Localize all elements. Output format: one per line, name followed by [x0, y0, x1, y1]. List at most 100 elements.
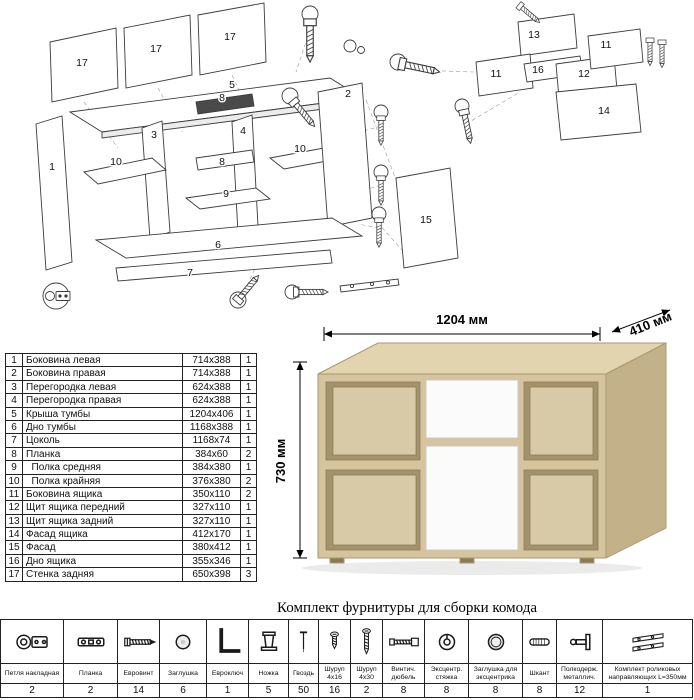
dresser-leg: [459, 557, 475, 564]
hardware-icon-glyph: [221, 630, 238, 651]
hardware-item-name: Евроключ: [207, 664, 248, 684]
depth-dimension-label: 410 мм: [627, 309, 674, 340]
hardware-item-icon-cell: [64, 620, 117, 664]
screw-icon: [645, 37, 655, 66]
hardware-item: Полкодерж. металлич. 12: [557, 620, 603, 697]
hardware-item-icon-cell: [160, 620, 206, 664]
part-number-label: 17: [224, 31, 236, 43]
part-number-label: 7: [187, 267, 193, 279]
hardware-item-qty: 1: [644, 685, 651, 696]
part-left-side-1: [35, 115, 73, 271]
part-name: Фасад ящика: [23, 528, 183, 542]
hardware-item: Шкант 8: [523, 620, 557, 697]
hinge-icon: [14, 624, 50, 660]
part-back-panel-17: [49, 27, 119, 103]
hardware-item-name: Полкодерж. металлич.: [557, 664, 602, 684]
part-number: 15: [6, 541, 23, 555]
mounting-plate-icon: [73, 624, 109, 660]
table-row: 2 Боковина правая 714x388 1: [6, 367, 257, 381]
dresser-right-side: [605, 342, 667, 559]
hardware-item-name: Комплект роликовых направляющих L=350мм: [603, 664, 692, 684]
hardware-item-qty: 8: [536, 685, 543, 696]
part-name: Стенка задняя: [23, 568, 183, 582]
part-number-label: 15: [420, 214, 432, 226]
floor-shadow: [302, 561, 642, 575]
part-number-label: 17: [150, 43, 162, 55]
part-number-label: 12: [578, 68, 590, 80]
table-row: 6 Дно тумбы 1168x388 1: [6, 420, 257, 435]
table-row: 16 Дно ящика 355x346 1: [6, 554, 257, 569]
table-row: 12 Щит ящика передний 327x110 1: [6, 501, 257, 515]
table-row: 15 Фасад 380x412 1: [6, 541, 257, 555]
table-row: 1 Боковина левая 714x388 1: [6, 354, 257, 368]
part-name: Дно тумбы: [23, 420, 183, 435]
hardware-item-qty: 2: [29, 685, 35, 696]
hinge-icon: [42, 282, 71, 310]
hardware-item-icon-cell: [603, 620, 692, 664]
part-number: 12: [6, 501, 23, 515]
hardware-icon-glyph: [78, 638, 104, 646]
height-dimension-label: 730 мм: [273, 439, 288, 484]
screw-icon: [458, 108, 476, 145]
part-drawer-side-11: [587, 28, 644, 70]
hardware-item-icon-cell: [249, 620, 288, 664]
hardware-item-name: Петля накладная: [1, 664, 63, 684]
door-front: [425, 445, 519, 551]
part-number: 11: [6, 487, 23, 502]
compartment-back: [332, 474, 417, 546]
hardware-item-name: Шуруп 4x16: [319, 664, 350, 684]
screw-icon: [376, 175, 386, 206]
hardware-item-icon-cell: [319, 620, 350, 664]
table-row: 5 Крыша тумбы 1204x406 1: [6, 407, 257, 421]
part-drawer-side-11: [475, 53, 534, 97]
screw-icon: [374, 217, 384, 248]
hardware-item: Евроключ 1: [207, 620, 249, 697]
hardware-icon-glyph: [124, 638, 154, 646]
hardware-icon-glyph: [389, 638, 418, 646]
hardware-item-qty: 1: [224, 685, 231, 696]
table-row: 4 Перегородка правая 624x388 1: [6, 394, 257, 408]
part-size: 327x110: [183, 501, 241, 515]
hardware-item: Планка 2: [64, 620, 118, 697]
part-size: 1168x388: [183, 420, 241, 435]
part-qty: 1: [241, 354, 257, 368]
part-name: Боковина левая: [23, 354, 183, 368]
product-render: 1204 мм 410 мм 730 мм: [273, 309, 674, 575]
part-name: Перегородка левая: [23, 380, 183, 395]
part-bottom-6: [94, 217, 364, 259]
hardware-item: Комплект роликовых направляющих L=350мм …: [603, 620, 692, 697]
hardware-item-qty: 5: [265, 685, 272, 696]
part-name: Щит ящика передний: [23, 501, 183, 515]
part-qty: 2: [241, 487, 257, 502]
part-shelf-10: [83, 157, 167, 185]
part-size: 380x412: [183, 541, 241, 555]
part-size: 350x110: [183, 487, 241, 502]
dresser-top: [317, 342, 667, 375]
shelf-holder-icon: [562, 624, 598, 660]
part-size: 412x170: [183, 528, 241, 542]
part-name: Щит ящика задний: [23, 514, 183, 529]
part-name: Боковина ящика: [23, 487, 183, 502]
parts-list-table: 1 Боковина левая 714x388 1 2 Боковина пр…: [5, 353, 257, 582]
hardware-item-qty: 2: [87, 685, 94, 696]
callout-ring: [357, 46, 365, 54]
part-number-label: 8: [219, 156, 225, 168]
hardware-item: Гвоздь 50: [289, 620, 319, 697]
callout-ring: [229, 291, 247, 309]
part-plinth-7: [115, 249, 333, 282]
part-qty: 1: [241, 541, 257, 555]
hardware-icon-glyph: [300, 632, 307, 652]
hardware-item-qty: 8: [443, 685, 450, 696]
screw-4x30-icon: [351, 624, 382, 660]
part-name: Дно ящика: [23, 554, 183, 569]
hardware-item-name: Евровинт: [118, 664, 159, 684]
hardware-icon-glyph: [176, 635, 190, 649]
part-qty: 2: [241, 447, 257, 462]
part-size: 1168x74: [183, 434, 241, 448]
hardware-item-name: Шуруп 4x30: [351, 664, 382, 684]
part-size: 714x388: [183, 367, 241, 381]
hardware-item: Заглушка 6: [160, 620, 207, 697]
drawer-exploded-parts: [475, 13, 644, 141]
